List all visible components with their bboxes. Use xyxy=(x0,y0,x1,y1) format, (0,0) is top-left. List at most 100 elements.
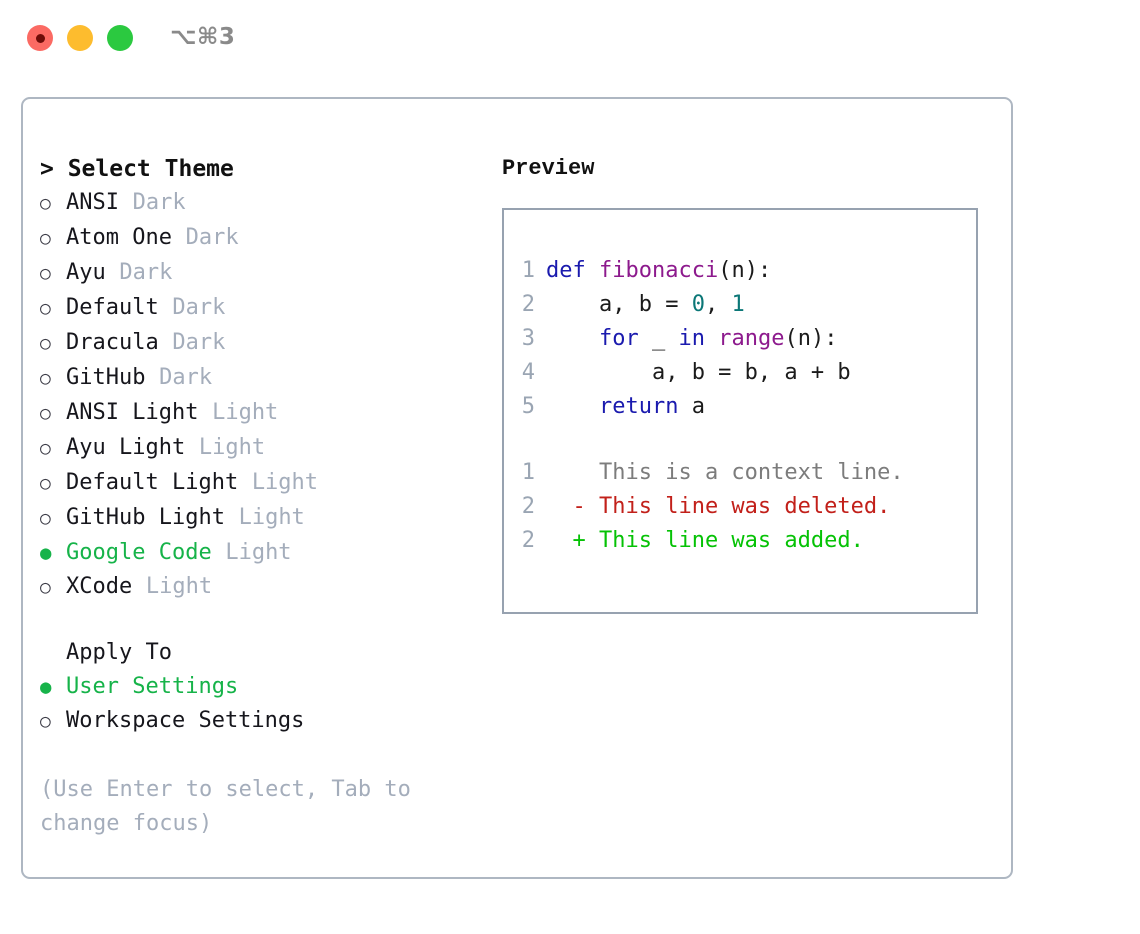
theme-name: Ayu Light xyxy=(66,435,186,460)
code-line: 1 def fibonacci(n): xyxy=(504,254,976,288)
diff-line-number: 1 xyxy=(521,460,535,485)
radio-unselected-icon: ○ xyxy=(40,298,51,319)
radio-selected-icon: ● xyxy=(40,542,52,564)
theme-name: GitHub xyxy=(66,365,146,390)
preview-heading: Preview xyxy=(502,156,595,181)
code-token-plain: a xyxy=(678,394,705,419)
apply-to-option[interactable]: ●User Settings xyxy=(40,670,480,704)
theme-variant-label: Light xyxy=(198,435,266,460)
code-token-plain: a, b = b, a + b xyxy=(546,360,851,385)
code-token-kw: for xyxy=(598,326,639,351)
theme-variant-label: Dark xyxy=(159,365,213,390)
radio-unselected-icon: ○ xyxy=(40,711,51,732)
theme-name: Atom One xyxy=(66,225,172,250)
code-line-text: return a xyxy=(546,390,705,424)
theme-list-item[interactable]: ○ Atom One Dark xyxy=(40,221,480,256)
code-token-plain: (n): xyxy=(784,326,838,351)
theme-name: Ayu xyxy=(66,260,106,285)
keyboard-shortcut-label: ⌥⌘3 xyxy=(170,24,236,50)
minimize-button[interactable] xyxy=(67,25,93,51)
theme-variant-label: Light xyxy=(238,505,305,530)
apply-to-option[interactable]: ○ Workspace Settings xyxy=(40,704,480,739)
theme-list-item[interactable]: ○ ANSI Light Light xyxy=(40,396,480,431)
code-line-text: a, b = 0, 1 xyxy=(546,288,745,322)
theme-variant-label: Dark xyxy=(185,225,239,250)
radio-unselected-icon: ○ xyxy=(40,403,51,424)
theme-name: ANSI Light xyxy=(66,400,199,425)
code-token-plain: (n): xyxy=(718,258,772,283)
theme-list-item[interactable]: ○ GitHub Light Light xyxy=(40,501,480,536)
code-token-plain xyxy=(546,326,599,351)
code-token-num: 1 xyxy=(731,292,745,317)
theme-variant-label: Dark xyxy=(119,260,173,285)
theme-variant-label: Light xyxy=(212,400,279,425)
radio-unselected-icon: ○ xyxy=(40,228,51,249)
code-token-fn: fibonacci xyxy=(598,258,719,283)
diff-line-number: 2 xyxy=(521,494,535,519)
apply-to-option-label: User Settings xyxy=(66,674,239,699)
diff-sample: 1 This is a context line. 2 - This line w… xyxy=(504,456,976,558)
code-token-kw: in xyxy=(678,326,705,351)
radio-unselected-icon: ○ xyxy=(40,368,51,389)
apply-to-heading: Apply To xyxy=(66,640,172,665)
theme-name: GitHub Light xyxy=(66,505,225,530)
line-number: 1 xyxy=(521,258,535,283)
radio-unselected-icon: ○ xyxy=(40,577,51,598)
diff-line-text-add: + This line was added. xyxy=(546,528,864,553)
theme-variant-label: Light xyxy=(145,574,213,599)
code-token-plain xyxy=(546,394,599,419)
code-token-kw: def xyxy=(546,258,599,283)
code-line: 5 return a xyxy=(504,390,976,424)
code-token-num: 0 xyxy=(691,292,705,317)
select-theme-heading: > Select Theme xyxy=(40,156,234,182)
theme-list-item[interactable]: ● Google Code Light xyxy=(40,536,480,570)
keyboard-hint-text: (Use Enter to select, Tab to change focu… xyxy=(40,777,425,836)
code-line: 3 for _ in range(n): xyxy=(504,322,976,356)
theme-variant-label: Light xyxy=(225,540,292,565)
code-diff-spacer xyxy=(504,424,976,456)
theme-name: XCode xyxy=(66,574,133,599)
code-token-kw: return xyxy=(598,394,679,419)
diff-line-text-context: This is a context line. xyxy=(546,460,904,485)
code-line: 2 a, b = 0, 1 xyxy=(504,288,976,322)
code-token-fn: range xyxy=(718,326,785,351)
code-token-plain: a, b = xyxy=(546,292,692,317)
zoom-button[interactable] xyxy=(107,25,133,51)
diff-line-text-del: - This line was deleted. xyxy=(546,494,891,519)
theme-variant-label: Dark xyxy=(132,190,186,215)
theme-list-item[interactable]: ○ Ayu Light Light xyxy=(40,431,480,466)
theme-name: ANSI xyxy=(66,190,119,215)
code-line-text: for _ in range(n): xyxy=(546,322,837,356)
apply-to-section: Apply To ●User Settings ○ Workspace Settin… xyxy=(40,636,480,739)
theme-name: Google Code xyxy=(66,540,212,565)
radio-unselected-icon: ○ xyxy=(40,438,51,459)
code-line-text: a, b = b, a + b xyxy=(546,356,851,390)
line-number: 3 xyxy=(521,326,535,351)
close-button[interactable] xyxy=(27,25,53,51)
theme-list-item[interactable]: ○ XCode Light xyxy=(40,570,480,605)
line-number: 4 xyxy=(521,360,535,385)
apply-to-options[interactable]: ●User Settings ○ Workspace Settings xyxy=(40,670,480,739)
diff-line: 2 - This line was deleted. xyxy=(504,490,976,524)
line-number: 5 xyxy=(521,394,535,419)
diff-line: 2 + This line was added. xyxy=(504,524,976,558)
code-token-plain: _ xyxy=(638,326,679,351)
diff-line-number: 2 xyxy=(521,528,535,553)
code-token-plain: , xyxy=(704,292,732,317)
theme-list-item[interactable]: ○ GitHub Dark xyxy=(40,361,480,396)
window-controls xyxy=(27,25,133,51)
apply-to-option-label: Workspace Settings xyxy=(66,708,305,733)
radio-unselected-icon: ○ xyxy=(40,473,51,494)
radio-unselected-icon: ○ xyxy=(40,508,51,529)
theme-name: Default Light xyxy=(66,470,239,495)
